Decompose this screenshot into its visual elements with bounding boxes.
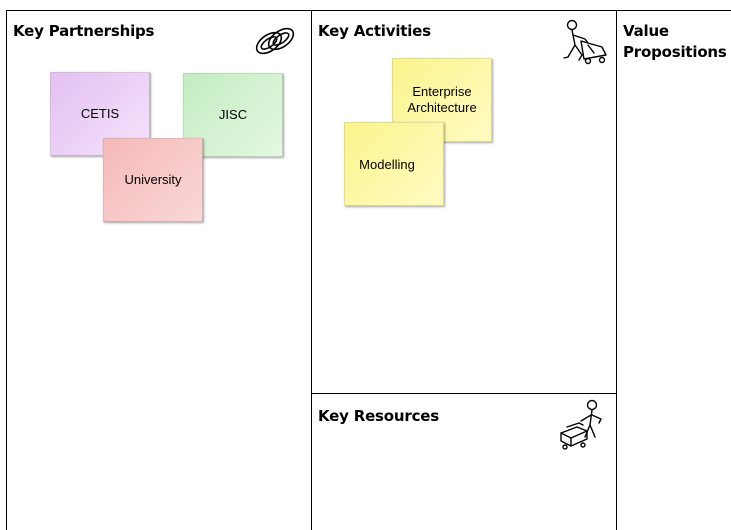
chain-links-icon (250, 21, 300, 63)
value-propositions-title: Value Propositions (623, 22, 727, 61)
divider-activities-propositions (616, 10, 617, 530)
sticky-note-modelling[interactable]: Modelling (344, 122, 444, 206)
sticky-note-university[interactable]: University (103, 138, 203, 222)
key-partnerships-title: Key Partnerships (13, 22, 155, 40)
worker-with-dolly-icon (558, 17, 610, 67)
top-border (6, 10, 731, 11)
sticky-note-label: University (124, 172, 182, 187)
worker-with-boxes-icon (557, 397, 609, 453)
key-resources-title: Key Resources (318, 407, 439, 425)
divider-partnerships-activities (311, 10, 312, 530)
divider-activities-resources (311, 393, 617, 394)
sticky-note-label: Modelling (359, 157, 415, 172)
key-activities-title: Key Activities (318, 22, 431, 40)
sticky-note-label: Enterprise Architecture (407, 84, 477, 115)
left-border (6, 10, 7, 530)
sticky-note-label: JISC (218, 107, 248, 122)
sticky-note-label: CETIS (80, 106, 120, 121)
